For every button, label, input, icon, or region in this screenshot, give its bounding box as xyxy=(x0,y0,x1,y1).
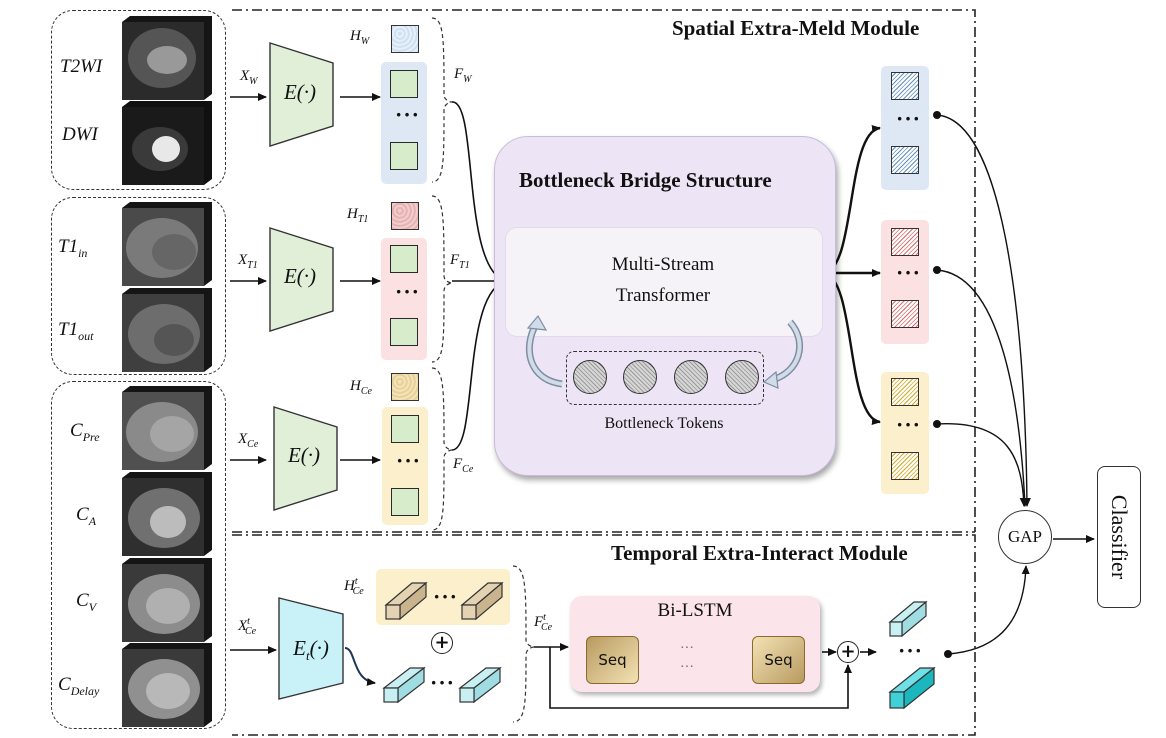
label-x-w: XW xyxy=(240,68,258,87)
label-cdelay: CDelay xyxy=(58,674,100,698)
label-t1in: T1in xyxy=(58,236,88,260)
output-cell xyxy=(891,378,919,406)
texture-cell-t1 xyxy=(391,202,419,230)
ellipsis: ··· xyxy=(898,638,924,663)
bottleneck-token xyxy=(674,360,708,394)
output-cell xyxy=(891,228,919,256)
encoder-shape-t1 xyxy=(269,227,334,332)
input-group-3 xyxy=(51,381,226,729)
mri-image-t2wi xyxy=(122,16,212,100)
feature-cell xyxy=(390,245,418,273)
label-x-ce: XCe xyxy=(238,431,259,450)
label-h-ce: HCe xyxy=(350,378,372,397)
label-x-ce-t: XtCe xyxy=(238,616,257,637)
ellipsis: ··· xyxy=(896,412,922,437)
label-f-ce: FCe xyxy=(453,456,474,475)
label-dwi: DWI xyxy=(62,124,98,145)
residual-plus: + xyxy=(837,641,859,663)
feature-cell xyxy=(390,142,418,170)
ellipsis: ··· xyxy=(430,670,456,695)
label-h-w: HW xyxy=(350,28,370,47)
output-cell xyxy=(891,72,919,100)
mri-image-cv xyxy=(122,558,212,642)
classifier-box xyxy=(1097,466,1141,608)
encoder-shape-w xyxy=(269,42,334,147)
ellipsis: ··· xyxy=(395,102,421,127)
bottleneck-token xyxy=(725,360,759,394)
mri-image-cpre xyxy=(122,386,212,470)
tokens-label: Bottleneck Tokens xyxy=(604,415,724,432)
label-f-ce-t: FtCe xyxy=(534,612,553,633)
feature-cell xyxy=(390,70,418,98)
encoder-shape-ce xyxy=(273,406,338,511)
feature-cell xyxy=(391,415,419,443)
output-cell xyxy=(891,146,919,174)
encoder-label-temporal: Et(·) xyxy=(293,636,329,664)
output-cell xyxy=(891,300,919,328)
texture-cell-w xyxy=(391,25,419,53)
spatial-module-title: Spatial Extra-Meld Module xyxy=(672,16,920,40)
encoder-label-ce: E(·) xyxy=(287,443,321,467)
label-f-t1: FT1 xyxy=(450,252,470,271)
bottleneck-title: Bottleneck Bridge Structure xyxy=(519,168,772,192)
label-t2wi: T2WI xyxy=(60,56,103,77)
mri-image-t1out xyxy=(122,288,212,372)
seq-ellipsis-bottom: ··· xyxy=(680,660,694,675)
output-cell xyxy=(891,452,919,480)
ellipsis: ··· xyxy=(896,106,922,131)
bottleneck-token xyxy=(573,360,607,394)
label-f-w: FW xyxy=(454,66,472,85)
seq-block-backward: Seq xyxy=(752,636,805,684)
encoder-label-w: E(·) xyxy=(283,80,317,104)
encoder-shape-temporal xyxy=(278,597,344,700)
ellipsis: ··· xyxy=(396,448,422,473)
transformer-label-line2: Transformer xyxy=(615,285,711,306)
texture-cell-ce xyxy=(391,373,419,401)
input-group-2 xyxy=(51,197,226,375)
seq-block-forward: Seq xyxy=(586,636,639,684)
input-group-1 xyxy=(51,10,226,190)
label-h-t1: HT1 xyxy=(347,206,369,225)
tokens-box xyxy=(566,351,764,405)
label-h-ce-t: HtCe xyxy=(344,576,364,597)
mri-image-cdelay xyxy=(122,643,212,727)
feature-cell xyxy=(390,318,418,346)
bottleneck-token xyxy=(623,360,657,394)
label-x-t1: XT1 xyxy=(238,252,258,271)
ellipsis: ··· xyxy=(433,584,459,609)
ellipsis: ··· xyxy=(395,279,421,304)
label-ca: CA xyxy=(76,504,97,528)
label-t1out: T1out xyxy=(58,319,94,343)
mri-image-dwi xyxy=(122,101,212,185)
label-cpre: CPre xyxy=(70,420,100,444)
transformer-box xyxy=(505,227,823,337)
gap-node: GAP xyxy=(998,510,1052,564)
ellipsis: ··· xyxy=(896,260,922,285)
temporal-module-title: Temporal Extra-Interact Module xyxy=(611,541,908,565)
feature-cell xyxy=(391,488,419,516)
mri-image-ca xyxy=(122,472,212,556)
encoder-label-t1: E(·) xyxy=(283,264,317,288)
temporal-module-frame xyxy=(232,534,976,736)
label-cv: CV xyxy=(76,590,97,614)
transformer-label-line1: Multi-Stream xyxy=(611,254,715,275)
spatial-module-frame xyxy=(232,9,976,533)
feature-concat-plus: + xyxy=(431,632,453,654)
mri-image-t1in xyxy=(122,202,212,286)
seq-ellipsis-top: ··· xyxy=(680,641,694,656)
bilstm-label: Bi-LSTM xyxy=(657,600,733,621)
